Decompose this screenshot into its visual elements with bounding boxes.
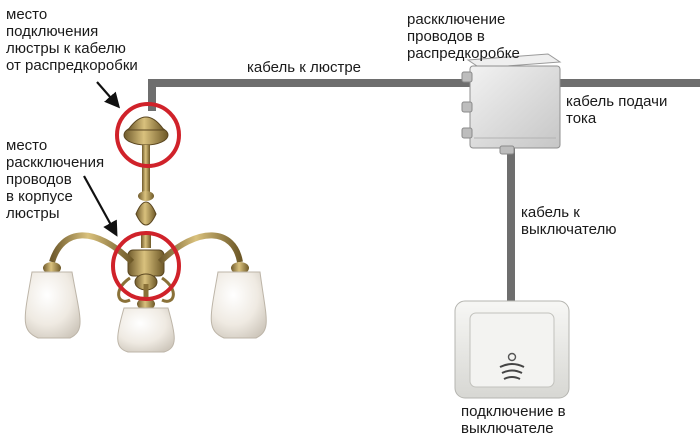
- arrow-icon: [96, 81, 121, 109]
- arrow-icon: [83, 175, 118, 237]
- label-cable-to-chandelier: кабель к люстре: [247, 59, 362, 76]
- cable-to-chandelier-drop: [148, 79, 156, 111]
- cable-to-chandelier: [148, 79, 700, 87]
- chandelier-icon: [24, 116, 267, 353]
- highlight-circle-connection: [115, 102, 181, 168]
- highlight-circle-wiring: [111, 231, 181, 301]
- cable-to-switch: [507, 140, 515, 302]
- label-switch-connection: подключение в выключателе: [461, 403, 566, 437]
- label-chandelier-connection: место подключения люстры к кабелю от рас…: [6, 6, 138, 74]
- cables: [148, 79, 700, 302]
- light-switch-icon: [454, 300, 570, 399]
- label-box-wiring: раскключение проводов в распредкоробке: [407, 11, 520, 62]
- label-power-cable: кабель подачи тока: [566, 93, 668, 127]
- label-cable-to-switch: кабель к выключателю: [521, 204, 617, 238]
- junction-box-icon: [461, 53, 562, 155]
- label-chandelier-wiring: место раскключения проводов в корпусе лю…: [6, 137, 105, 222]
